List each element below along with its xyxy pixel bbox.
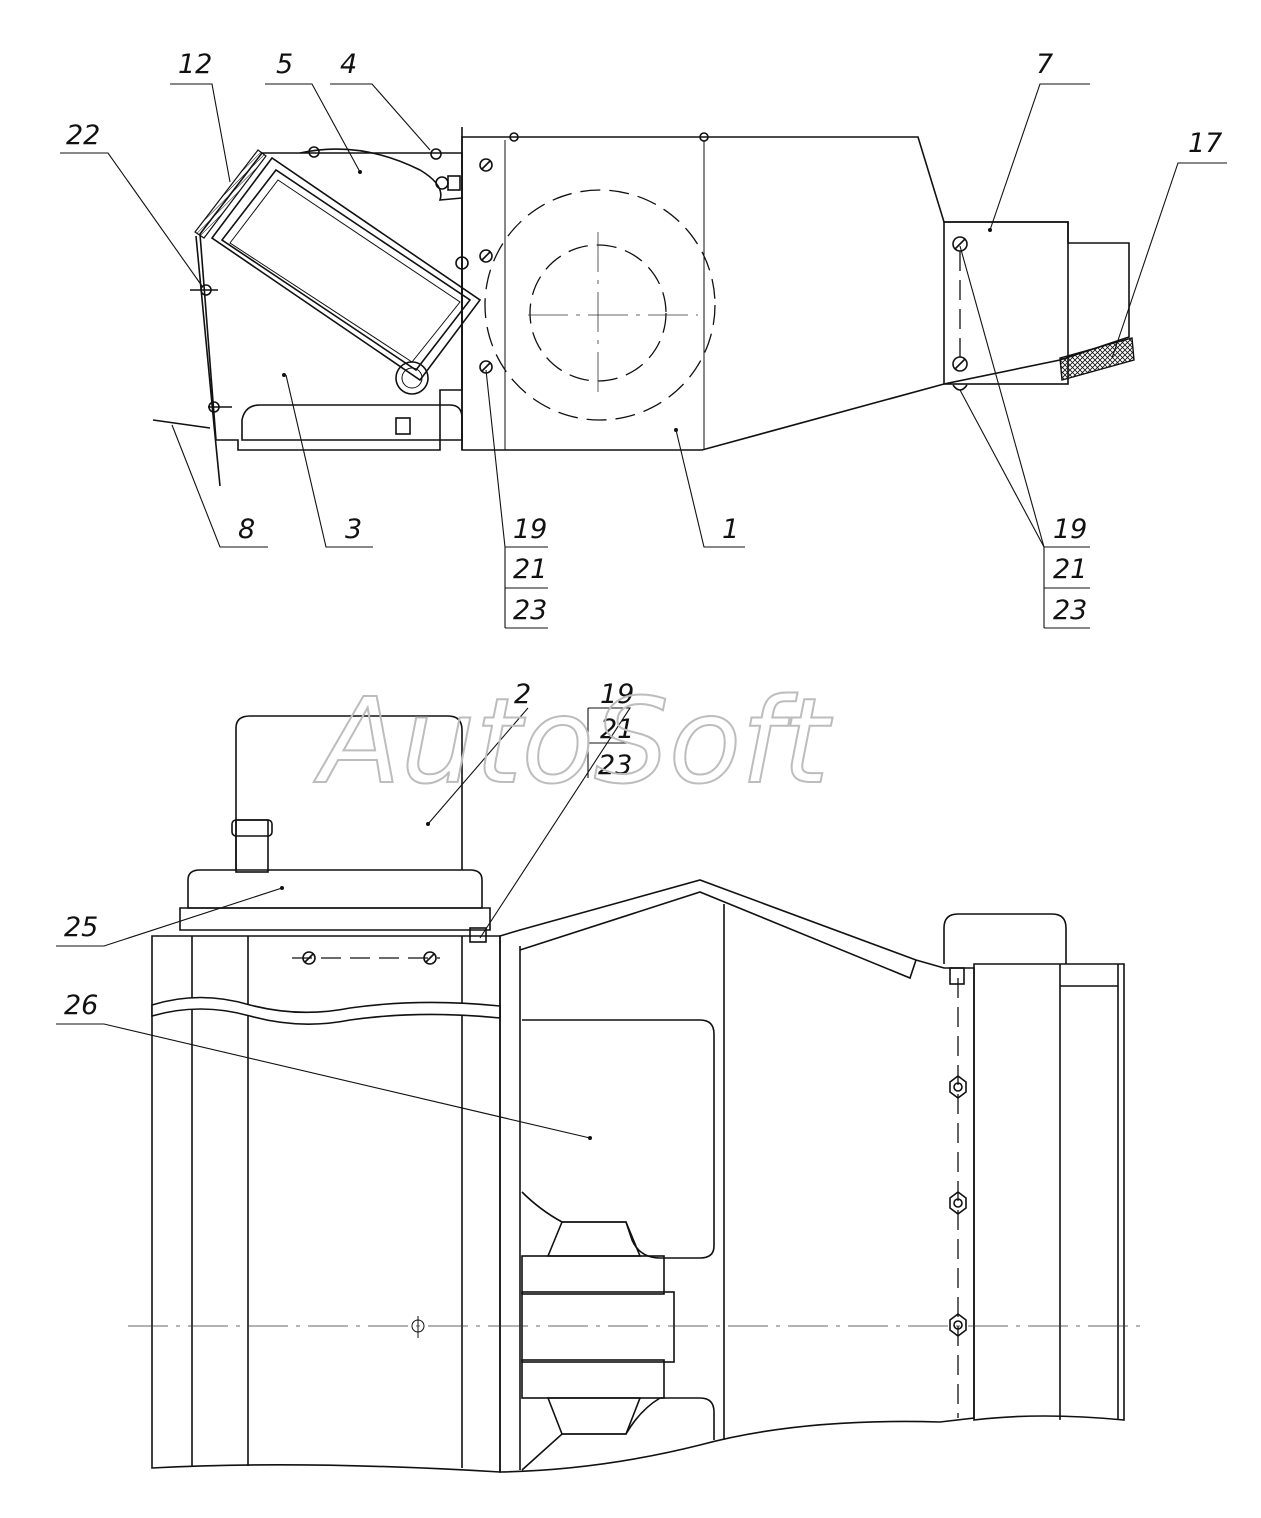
top-leaders [60,83,1227,629]
watermark: AutoSoft [313,672,833,810]
roller [395,361,429,395]
callout-2: 2 [514,679,531,710]
middle-housing [469,879,975,1473]
callout-8: 8 [238,514,255,545]
bottom-view: 2 19 21 23 25 26 [56,679,1140,1473]
flange-screws [479,132,709,374]
callout-23-right: 23 [1053,595,1087,626]
part-4-bracket [299,148,463,201]
motor-part-2 [235,715,463,870]
seal-part-17 [1059,337,1135,381]
callout-25: 25 [64,912,98,943]
filter-part-5 [210,156,482,382]
callout-1: 1 [722,514,739,545]
callout-22: 22 [66,120,100,151]
top-view: 12 5 4 7 17 22 8 3 1 19 21 23 19 21 23 [60,49,1227,629]
bottom-leaders [56,707,632,1139]
duct-part-7 [943,221,1069,385]
nozzle [235,819,269,873]
block-part-26 [521,1019,715,1259]
callout-4: 4 [340,49,357,80]
box-fasteners [190,146,469,435]
right-column [943,913,1125,1421]
callout-23-left: 23 [513,595,547,626]
callout-12: 12 [178,49,212,80]
bottom-leader-dots [280,822,592,1140]
callout-17: 17 [1188,128,1222,159]
callout-21-bottom: 21 [600,714,634,745]
left-column [151,935,501,1473]
box-part-3 [199,152,463,451]
callout-19-right: 19 [1053,514,1087,545]
callout-5: 5 [276,49,293,80]
callout-3: 3 [345,514,362,545]
callout-19-bottom: 19 [600,679,634,710]
fan-wheel-outline [484,189,716,421]
bottom-tray [241,404,463,441]
callout-26: 26 [64,990,98,1021]
plate-part-8 [152,235,221,487]
wall-part-12 [194,149,267,239]
cap-part-25 [187,869,483,909]
callout-23-bottom: 23 [598,750,632,781]
callout-7: 7 [1036,49,1053,80]
callout-21-right: 21 [1053,554,1087,585]
callout-21-left: 21 [513,554,547,585]
top-leader-dots [282,170,992,432]
housing-part-1 [461,136,1130,451]
side-nuts [469,927,967,1337]
callout-19-left: 19 [513,514,547,545]
